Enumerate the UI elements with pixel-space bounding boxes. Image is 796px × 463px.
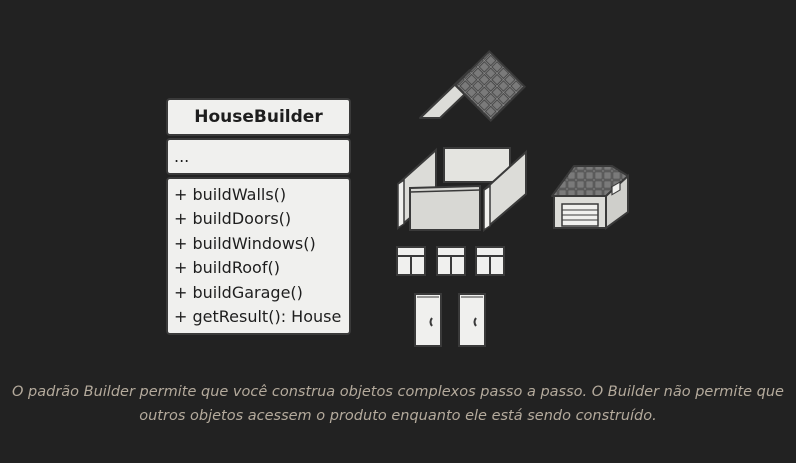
method-build-garage: + buildGarage() [174, 282, 303, 302]
class-name-text: HouseBuilder [194, 107, 323, 127]
window-icon [396, 246, 505, 276]
method-build-windows: + buildWindows() [174, 233, 316, 253]
uml-fields: ... [166, 138, 351, 175]
uml-methods: + buildWalls() + buildDoors() + buildWin… [166, 177, 351, 336]
method-get-result: + getResult(): House [174, 307, 342, 327]
fields-text: ... [174, 147, 190, 166]
caption-line-2: outros objetos acessem o produto enquant… [139, 408, 657, 424]
roof-icon [419, 49, 527, 123]
walls-icon [397, 147, 527, 233]
figure-caption: O padrão Builder permite que você constr… [10, 380, 786, 428]
uml-class-diagram: HouseBuilder ... + buildWalls() + buildD… [166, 98, 351, 337]
method-build-roof: + buildRoof() [174, 258, 280, 278]
method-build-walls: + buildWalls() [174, 185, 287, 204]
uml-class-name: HouseBuilder [166, 98, 351, 136]
garage-icon [551, 165, 629, 230]
door-icon [414, 293, 486, 347]
method-build-doors: + buildDoors() [174, 209, 292, 229]
caption-line-1: O padrão Builder permite que você constr… [12, 384, 784, 400]
